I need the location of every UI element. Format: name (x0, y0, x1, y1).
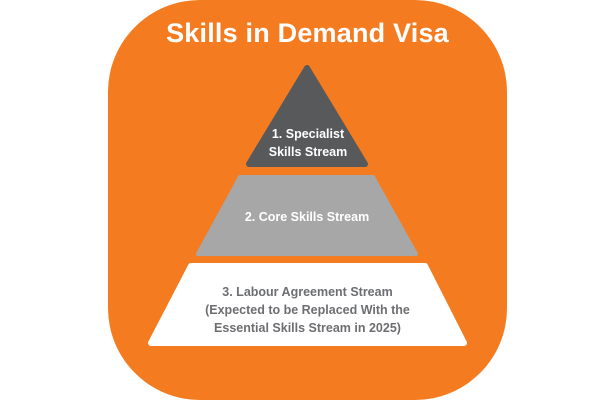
tier-1-triangle (246, 65, 368, 167)
tier-3-label: 3. Labour Agreement Stream (Expected to … (150, 283, 465, 337)
tier-1-line-2: Skills Stream (268, 145, 348, 159)
tier-1-label: 1. Specialist Skills Stream (249, 125, 367, 161)
tier-2-line-1: 2. Core Skills Stream (244, 210, 370, 224)
tier-3-line-2: (Expected to be Replaced With the (205, 303, 410, 317)
tier-1-line-1: 1. Specialist (271, 127, 345, 141)
tier-2-trapezoid (196, 175, 418, 256)
diagram-title: Skills in Demand Visa (166, 18, 449, 48)
tier-3-trapezoid (148, 263, 467, 346)
tier-2-label: 2. Core Skills Stream (198, 208, 416, 226)
tier-3-line-1: 3. Labour Agreement Stream (222, 285, 393, 299)
tier-3-line-3: Essential Skills Stream in 2025) (214, 321, 401, 335)
